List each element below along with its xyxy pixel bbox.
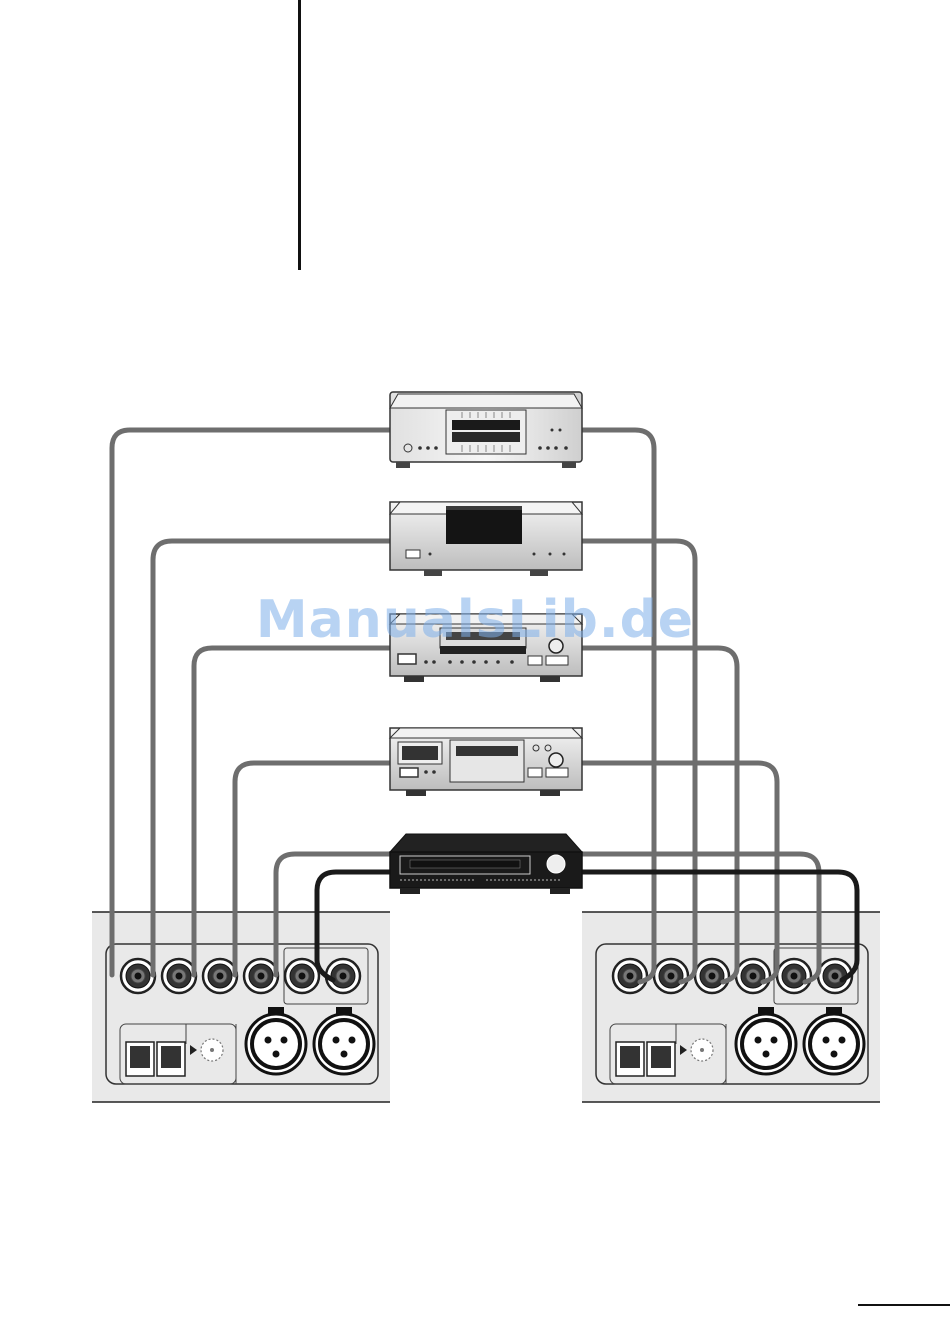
cd-player [390,502,582,576]
din-socket-icon [691,1039,713,1061]
rca-socket-icon [285,959,319,993]
rca-socket-icon [654,959,688,993]
din-socket-icon [201,1039,223,1061]
cable-dvd-right [582,430,654,982]
rca-socket-icon [244,959,278,993]
rca-socket-icon [326,959,360,993]
rca-socket-icon [736,959,770,993]
cable-cd-left [153,541,390,975]
tuner [390,834,582,894]
footer-rule [858,1304,950,1306]
rca-socket-icon [203,959,237,993]
rca-socket-icon [613,959,647,993]
minidisc-recorder [390,614,582,682]
rca-socket-icon [162,959,196,993]
rca-socket-icon [695,959,729,993]
rca-socket-icon [777,959,811,993]
cassette-deck [390,728,582,796]
rca-socket-icon [121,959,155,993]
dvd-player [390,392,582,468]
